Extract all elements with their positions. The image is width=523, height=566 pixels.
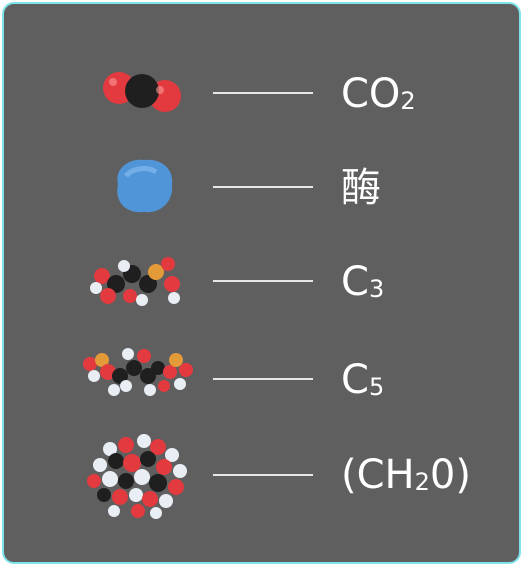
legend-row-enzyme: 酶 xyxy=(4,154,519,224)
enzyme-blob-icon xyxy=(117,159,173,213)
carbohydrate-molecule-icon xyxy=(87,434,187,519)
legend-row-c3: C3 xyxy=(4,254,519,314)
legend-label-enzyme: 酶 xyxy=(341,165,381,211)
legend-connector-line xyxy=(213,378,313,380)
legend-connector-line xyxy=(213,186,313,188)
legend-row-c5: C5 xyxy=(4,342,519,412)
co2-molecule-icon xyxy=(103,72,181,112)
legend-label-co2: CO2 xyxy=(341,71,416,117)
c3-molecule-icon xyxy=(90,257,180,306)
legend-label-c3: C3 xyxy=(341,259,385,305)
legend-label-ch2o: (CH20) xyxy=(341,452,471,498)
c5-molecule-icon xyxy=(83,348,193,396)
legend-row-ch2o: (CH20) xyxy=(4,429,519,524)
legend-connector-line xyxy=(213,92,313,94)
legend-row-co2: CO2 xyxy=(4,66,519,126)
legend-label-c5: C5 xyxy=(341,357,385,403)
legend-connector-line xyxy=(213,280,313,282)
legend-connector-line xyxy=(213,474,313,476)
